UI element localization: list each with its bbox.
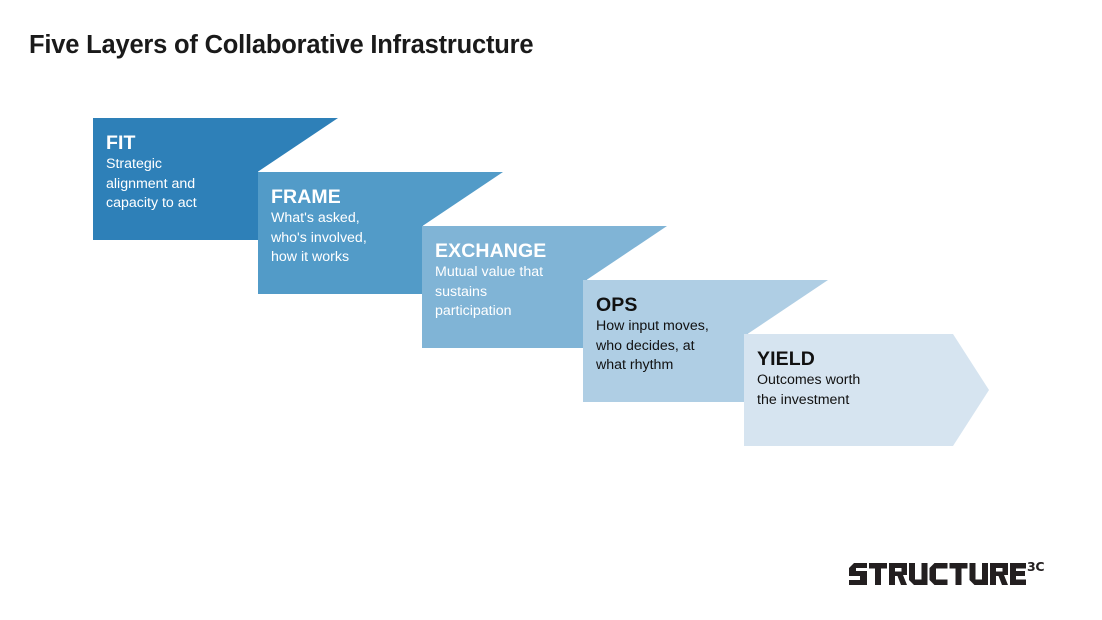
layer-description-line: sustains [435, 283, 488, 300]
layer-description-line: Outcomes worth [757, 372, 861, 388]
layer-title-ops: OPS [596, 294, 638, 316]
layer-shape-yield [744, 334, 989, 446]
logo-wordmark-structure [849, 563, 1026, 585]
layer-text-frame: FRAME What's asked, who's involved, how it … [271, 186, 421, 268]
layer-description-ops: How input moves, who decides, at what rhyt… [596, 317, 746, 376]
layer-description-frame: What's asked, who's involved, how it works [271, 209, 421, 268]
layer-band-fit[interactable]: FIT Strategic alignment and capacity to act [93, 118, 338, 240]
layer-band-exchange[interactable]: EXCHANGE Mutual value that sustains partici… [422, 226, 667, 348]
layer-description-line: participation [435, 303, 512, 319]
layer-description-line: who's involved, [271, 229, 367, 246]
layer-description-line: alignment and [106, 175, 196, 192]
layer-description-yield: Outcomes worth the investment [757, 371, 907, 410]
layer-description-line: the investment [757, 391, 850, 408]
layer-description-line: How input moves, [596, 318, 709, 334]
layer-description-line: who decides, at [596, 337, 695, 354]
layer-text-ops: OPS How input moves, who decides, at what r… [596, 294, 746, 376]
logo-suffix-3c: 3C [1027, 559, 1045, 574]
brand-logo: 3C [848, 559, 1045, 587]
layer-description-fit: Strategic alignment and capacity to act [106, 155, 256, 214]
layer-shape-exchange [422, 226, 667, 348]
page-title: Five Layers of Collaborative Infrastruct… [29, 31, 534, 59]
layer-title-fit: FIT [106, 132, 136, 154]
layer-shape-fit [93, 118, 338, 240]
layer-description-line: Mutual value that [435, 264, 544, 280]
layer-description-line: What's asked, [271, 210, 360, 226]
layer-text-yield: YIELD Outcomes worth the investment [757, 348, 907, 410]
layer-title-exchange: EXCHANGE [435, 240, 547, 262]
layer-title-frame: FRAME [271, 186, 341, 208]
layer-shape-ops [583, 280, 828, 402]
layer-description-line: what rhythm [596, 357, 674, 373]
layer-text-exchange: EXCHANGE Mutual value that sustains partici… [435, 240, 585, 322]
layer-band-yield[interactable]: YIELD Outcomes worth the investment [744, 334, 989, 446]
layer-description-line: Strategic [106, 156, 162, 172]
layer-text-fit: FIT Strategic alignment and capacity to act [106, 132, 256, 214]
layer-band-ops[interactable]: OPS How input moves, who decides, at what r… [583, 280, 828, 402]
layer-description-line: capacity to act [106, 195, 197, 211]
layer-title-yield: YIELD [757, 348, 815, 370]
layer-band-frame[interactable]: FRAME What's asked, who's involved, how it … [258, 172, 503, 294]
layer-description-exchange: Mutual value that sustains participation [435, 263, 585, 322]
layer-description-line: how it works [271, 249, 350, 265]
layer-shape-frame [258, 172, 503, 294]
